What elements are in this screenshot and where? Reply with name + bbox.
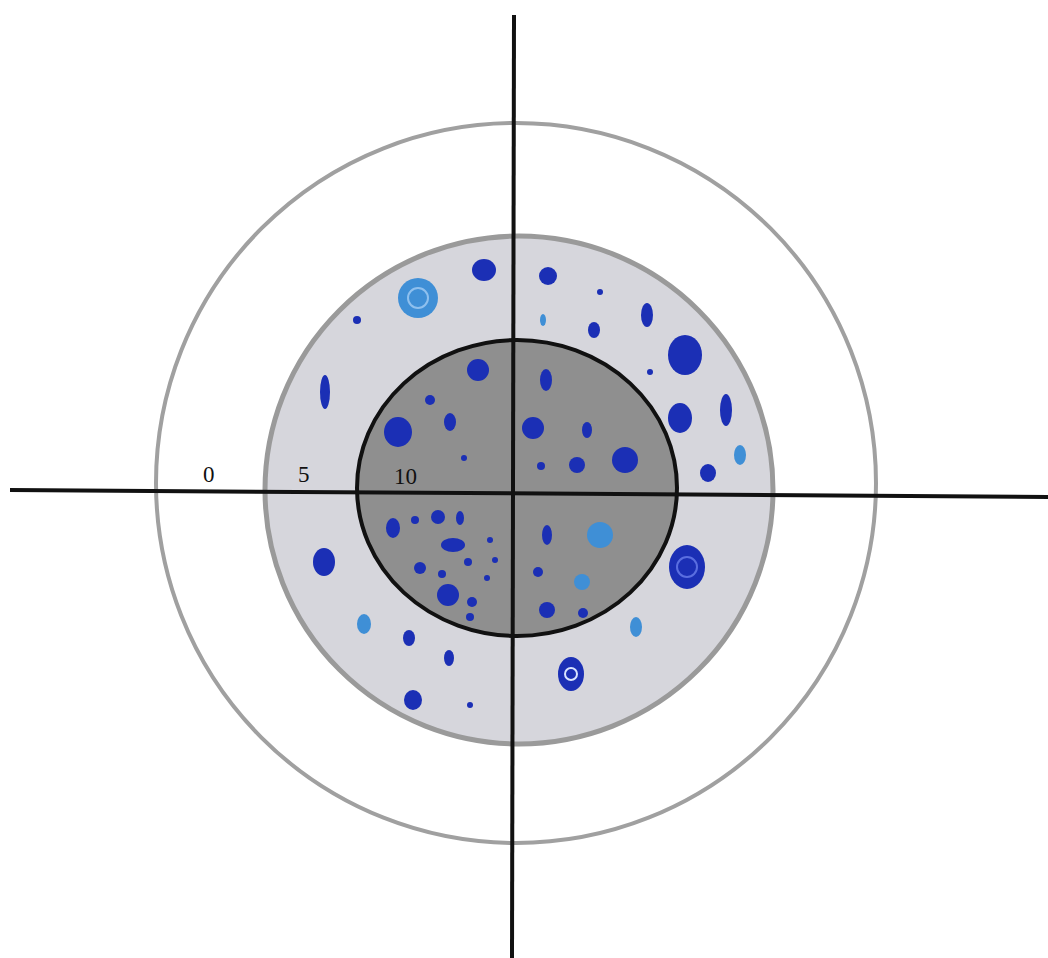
shot-mark bbox=[647, 369, 653, 375]
shot-mark bbox=[466, 613, 474, 621]
shot-mark bbox=[467, 597, 477, 607]
shot-mark bbox=[467, 702, 473, 708]
shot-mark bbox=[357, 614, 371, 634]
shot-mark bbox=[540, 314, 546, 326]
shot-mark bbox=[641, 303, 653, 327]
shot-mark bbox=[444, 413, 456, 431]
shot-mark bbox=[320, 375, 330, 409]
shot-mark bbox=[533, 567, 543, 577]
shot-mark bbox=[484, 575, 490, 581]
shot-mark bbox=[612, 447, 638, 473]
shot-mark bbox=[539, 602, 555, 618]
shot-mark bbox=[441, 538, 465, 552]
shot-ring bbox=[565, 668, 577, 680]
shot-mark bbox=[537, 462, 545, 470]
shot-mark bbox=[630, 617, 642, 637]
shot-mark bbox=[398, 278, 438, 318]
shot-mark bbox=[574, 574, 590, 590]
shot-mark bbox=[411, 516, 419, 524]
shot-mark bbox=[668, 403, 692, 433]
shot-mark bbox=[313, 548, 335, 576]
inner-ring bbox=[357, 340, 677, 636]
shot-mark bbox=[467, 359, 489, 381]
vertical-axis bbox=[512, 15, 514, 958]
shot-mark bbox=[720, 394, 732, 426]
shot-mark bbox=[425, 395, 435, 405]
shot-mark bbox=[404, 690, 422, 710]
shot-mark bbox=[492, 557, 498, 563]
shot-mark bbox=[668, 335, 702, 375]
shot-ring bbox=[408, 288, 428, 308]
shot-mark bbox=[487, 537, 493, 543]
shot-mark bbox=[464, 558, 472, 566]
shot-mark bbox=[578, 608, 588, 618]
ring-score: 5 bbox=[298, 463, 310, 486]
ring-score: 10 bbox=[394, 465, 417, 488]
shot-mark bbox=[542, 525, 552, 545]
shot-mark bbox=[540, 369, 552, 391]
ring-score: 0 bbox=[203, 463, 215, 486]
shot-mark bbox=[472, 259, 496, 281]
shot-mark bbox=[456, 511, 464, 525]
shot-mark bbox=[669, 545, 705, 589]
shot-mark bbox=[597, 289, 603, 295]
shot-highlights bbox=[408, 288, 697, 680]
shot-mark bbox=[444, 650, 454, 666]
shot-mark bbox=[734, 445, 746, 465]
shot-mark bbox=[438, 570, 446, 578]
shot-mark bbox=[414, 562, 426, 574]
shot-mark bbox=[431, 510, 445, 524]
shot-mark bbox=[587, 522, 613, 548]
shot-mark bbox=[384, 417, 412, 447]
shot-mark bbox=[522, 417, 544, 439]
shot-mark bbox=[569, 457, 585, 473]
shot-mark bbox=[700, 464, 716, 482]
shot-mark bbox=[461, 455, 467, 461]
shot-mark bbox=[437, 584, 459, 606]
shot-ring bbox=[677, 557, 697, 577]
shot-group bbox=[313, 259, 732, 710]
shot-mark bbox=[582, 422, 592, 438]
shot-mark bbox=[558, 657, 584, 691]
horizontal-axis bbox=[10, 490, 1048, 497]
shot-mark bbox=[353, 316, 361, 324]
shot-mark bbox=[588, 322, 600, 338]
shot-mark bbox=[539, 267, 557, 285]
shot-mark bbox=[386, 518, 400, 538]
light-shot-group bbox=[357, 278, 746, 637]
shot-mark bbox=[403, 630, 415, 646]
middle-ring bbox=[265, 236, 773, 744]
outer-ring bbox=[156, 123, 876, 843]
